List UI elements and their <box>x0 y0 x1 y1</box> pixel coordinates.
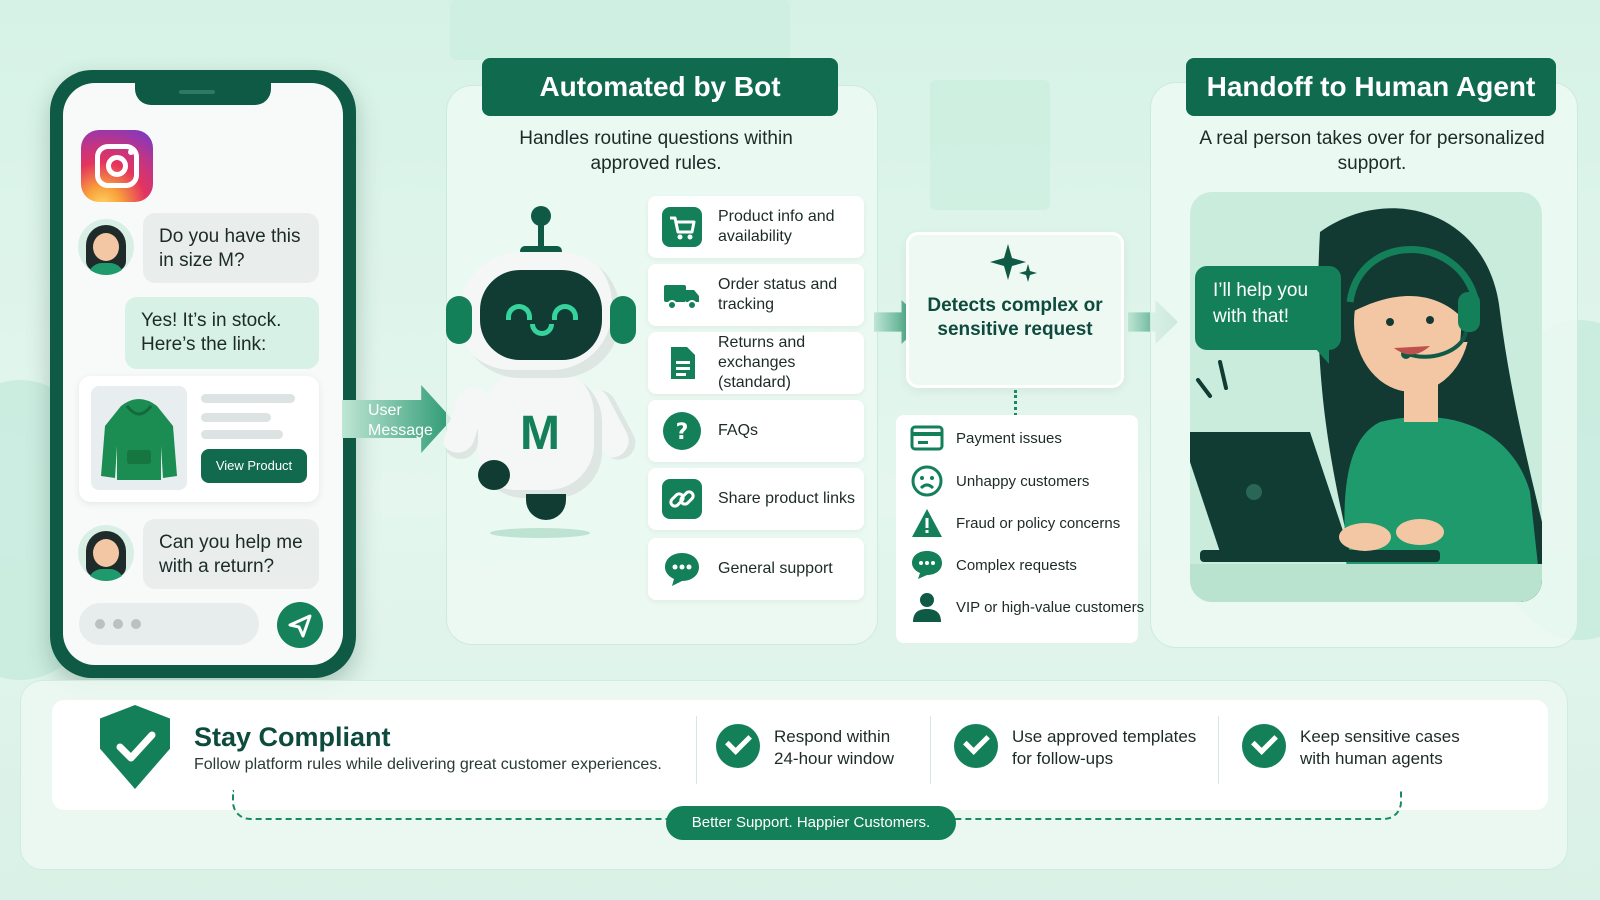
task-label: FAQs <box>718 422 759 439</box>
check-icon <box>716 724 760 768</box>
task-general-support: General support <box>648 538 864 600</box>
chat-icon <box>665 553 699 586</box>
customer-message: Do you have this in size M? <box>143 213 319 283</box>
task-label: General support <box>718 560 833 577</box>
link-icon <box>662 479 702 519</box>
agent-speech-bubble: I’ll help you with that! <box>1195 266 1341 364</box>
send-button[interactable] <box>277 602 323 648</box>
compliance-title: Stay Compliant <box>194 722 391 752</box>
check-icon <box>1242 724 1286 768</box>
task-product-info: Product info and availability <box>648 196 864 258</box>
question-icon: ? <box>663 412 701 450</box>
sensitive-issues-list: Payment issues Unhappy customers Fraud o… <box>896 415 1144 643</box>
green-hoodie-image <box>91 386 187 490</box>
task-faqs: ? FAQs <box>648 400 864 462</box>
phone-notch <box>135 83 271 105</box>
robot-illustration: M <box>439 200 642 540</box>
issue-item: Payment issues <box>910 420 1136 456</box>
task-order-status: Order status and tracking <box>648 264 864 326</box>
phone-mockup: Do you have this in size M? Yes! It’s in… <box>50 70 356 678</box>
task-label: Order status and tracking <box>718 276 838 313</box>
issue-item: Complex requests <box>910 547 1136 583</box>
customer-message: Can you help me with a return? <box>143 519 319 589</box>
issue-item: Unhappy customers <box>910 463 1136 499</box>
customer-avatar <box>78 219 134 275</box>
human-agent-illustration <box>1190 192 1542 602</box>
instagram-icon <box>81 130 153 202</box>
sad-face-icon <box>911 465 943 497</box>
send-icon <box>288 614 312 638</box>
person-icon <box>913 593 941 622</box>
issue-label: VIP or high-value customers <box>956 598 1145 616</box>
tagline-badge: Better Support. Happier Customers. <box>666 806 956 840</box>
task-label: Product info and availability <box>718 208 835 245</box>
compliance-item: Respond within 24-hour window <box>716 718 926 778</box>
issue-label: Complex requests <box>956 556 1077 574</box>
divider <box>1218 716 1219 784</box>
placeholder-line <box>201 413 271 422</box>
bot-panel-title: Automated by Bot <box>482 58 838 116</box>
product-card: View Product <box>79 376 319 502</box>
human-panel-title: Handoff to Human Agent <box>1186 58 1556 116</box>
sparkle-icon <box>990 244 1037 282</box>
dotted-connector <box>1014 390 1017 416</box>
issue-label: Payment issues <box>956 429 1062 447</box>
divider <box>930 716 931 784</box>
customer-avatar <box>78 525 134 581</box>
placeholder-line <box>201 430 283 439</box>
placeholder-line <box>201 394 295 403</box>
task-returns: Returns and exchanges (standard) <box>648 332 864 394</box>
detection-box <box>906 232 1124 388</box>
issue-item: VIP or high-value customers <box>910 589 1144 625</box>
background-window <box>450 0 790 60</box>
compliance-item: Keep sensitive cases with human agents <box>1242 718 1502 778</box>
phone-screen: Do you have this in size M? Yes! It’s in… <box>63 83 343 665</box>
bot-panel-subtitle: Handles routine questions within approve… <box>519 128 793 174</box>
warning-icon <box>912 509 942 537</box>
divider <box>696 716 697 784</box>
issue-label: Fraud or policy concerns <box>956 514 1121 532</box>
task-label: Share product links <box>718 490 855 507</box>
chat-dots-icon <box>912 551 942 579</box>
compliance-item: Use approved templates for follow-ups <box>954 718 1204 778</box>
task-label: Returns and exchanges (standard) <box>718 334 806 391</box>
bot-reply-message: Yes! It’s in stock. Here’s the link: <box>125 297 319 369</box>
user-message-label: User Message <box>368 402 433 439</box>
compliance-card <box>52 700 1548 810</box>
cart-icon <box>662 207 702 247</box>
card-icon <box>910 425 944 451</box>
compliance-item-label: Keep sensitive cases with human agents <box>1300 727 1460 768</box>
view-product-button[interactable]: View Product <box>201 449 307 483</box>
issue-item: Fraud or policy concerns <box>910 505 1136 541</box>
task-share-links: Share product links <box>648 468 864 530</box>
issue-label: Unhappy customers <box>956 472 1090 490</box>
detection-label: Detects complex or sensitive request <box>927 295 1103 340</box>
compliance-subtitle: Follow platform rules while delivering g… <box>194 756 662 773</box>
background-window <box>930 80 1050 210</box>
check-icon <box>954 724 998 768</box>
robot-monogram: M <box>520 407 560 460</box>
human-panel-subtitle: A real person takes over for personalize… <box>1199 128 1545 174</box>
document-icon <box>671 347 695 379</box>
compliance-item-label: Respond within 24-hour window <box>774 727 895 768</box>
compliance-item-label: Use approved templates for follow-ups <box>1012 727 1197 768</box>
svg-text:?: ? <box>676 420 689 445</box>
truck-icon <box>664 285 699 310</box>
message-input[interactable] <box>79 603 259 645</box>
